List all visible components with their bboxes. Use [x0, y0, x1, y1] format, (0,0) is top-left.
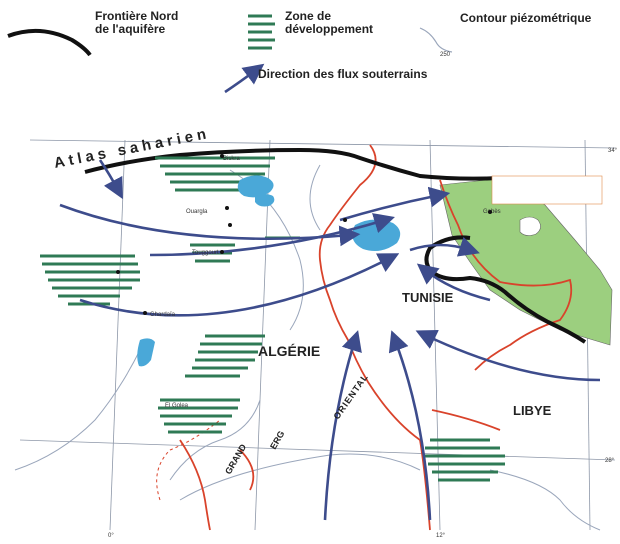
elgolea-label: El Golea	[165, 403, 189, 409]
development-zones	[40, 156, 505, 482]
lat-28-label: 28°	[605, 458, 615, 464]
algerie-label: ALGÉRIE	[258, 343, 320, 359]
frontier-lines	[179, 144, 573, 531]
legend-zone-swatch	[248, 14, 275, 50]
zone-libya	[425, 438, 505, 482]
lon-0-label: 0°	[108, 533, 114, 539]
legend-graphics	[7, 14, 453, 94]
legend-flow-swatch	[224, 63, 265, 94]
lon-12-label: 12°	[436, 533, 446, 539]
tunisie-label: TUNISIE	[402, 290, 454, 305]
zone-el-golea	[158, 398, 240, 434]
legend-flow-label: Direction des flux souterrains	[258, 67, 428, 81]
ouargla-label: Ouargla	[186, 209, 208, 215]
legend-contour-swatch	[419, 27, 453, 53]
annotation-box	[491, 175, 603, 205]
djerba-island	[519, 216, 541, 236]
legend-zone-label: Zone de développement	[285, 9, 374, 36]
aquifer-border-coast	[424, 235, 587, 344]
flow-arrows	[59, 159, 601, 521]
legend-border-label: Frontière Nord de l'aquifère	[95, 9, 179, 36]
touggourt-label: Touggourt	[192, 250, 219, 256]
ghardaia-label: Ghardaïa	[150, 312, 176, 318]
lat-34-label: 34°	[608, 148, 618, 154]
zone-ouargla	[185, 334, 265, 378]
zone-west	[40, 254, 140, 306]
libye-label: LIBYE	[513, 403, 552, 418]
legend-contour-label: Contour piézométrique	[460, 11, 592, 25]
oriental-label: ORIENTAL	[331, 372, 370, 421]
biskra-label: Biskra	[223, 156, 240, 162]
erg-label: ERG	[268, 429, 286, 451]
aquifer-north-border	[84, 147, 501, 181]
contour-value: 250	[440, 52, 451, 58]
legend-border-swatch	[7, 28, 92, 57]
city-dots	[116, 154, 492, 315]
